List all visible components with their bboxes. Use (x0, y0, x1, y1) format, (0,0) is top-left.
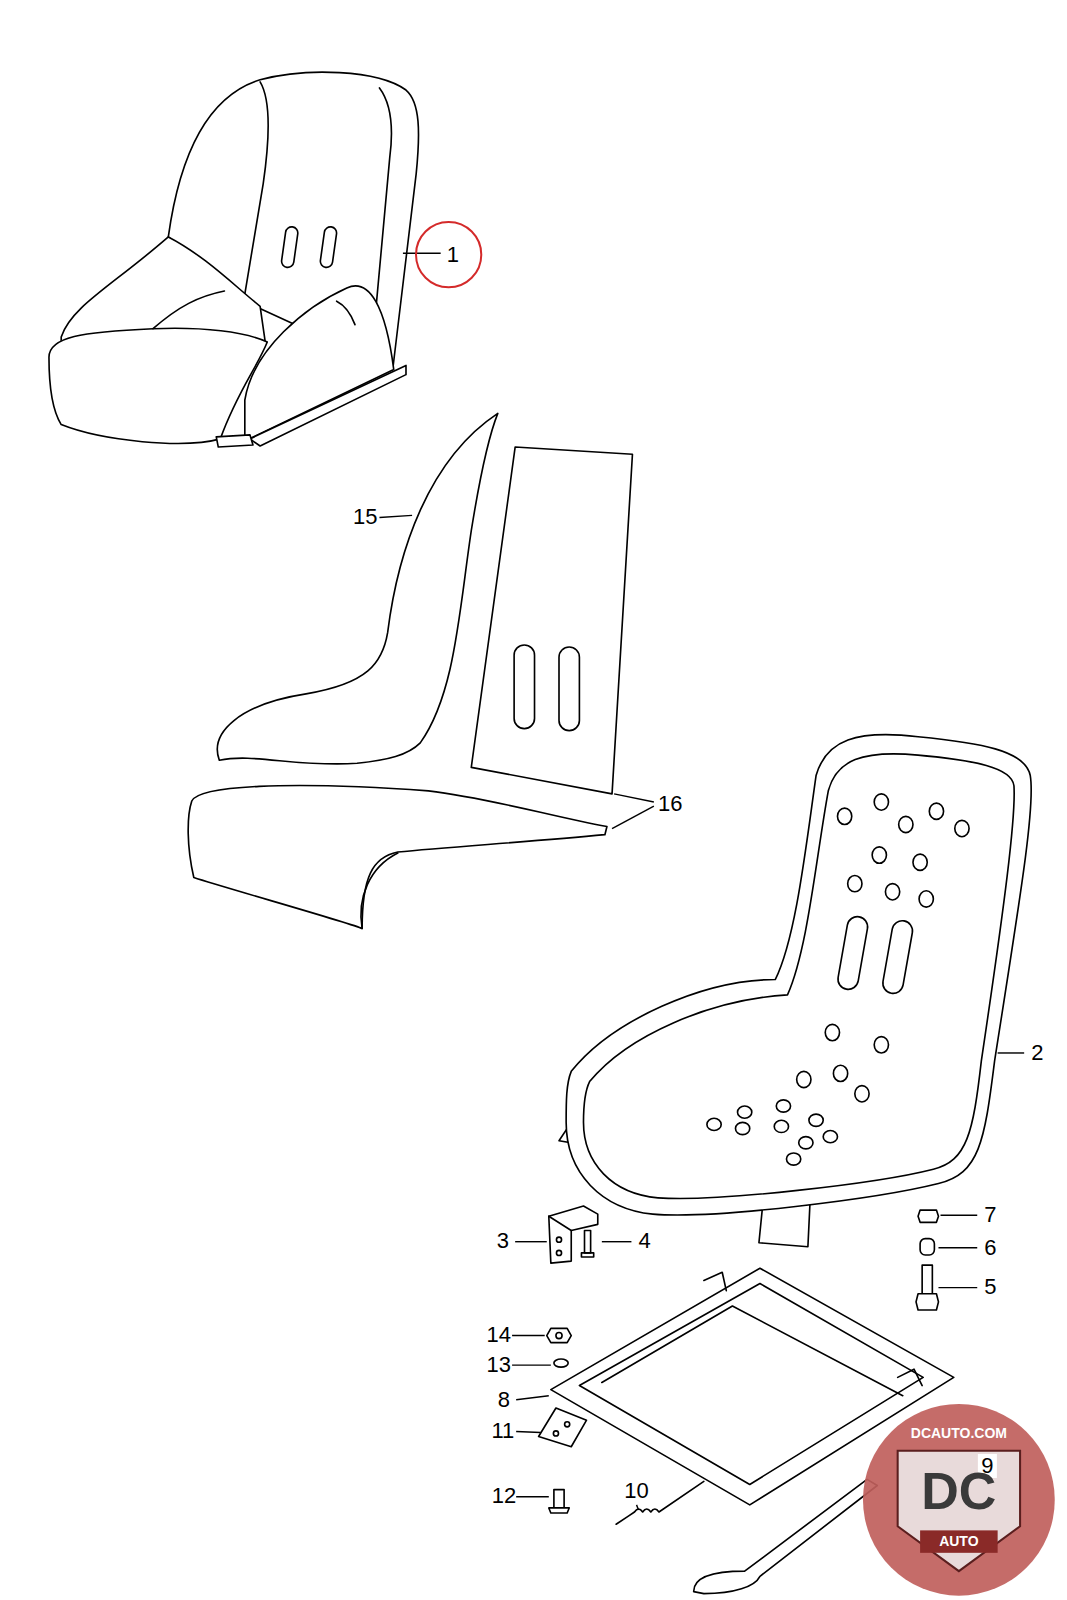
callout-number: 4 (639, 1230, 651, 1252)
callout-number: 7 (984, 1204, 996, 1226)
callout-number: 15 (353, 506, 377, 528)
callout-number: 10 (624, 1480, 648, 1502)
callout-number: 3 (497, 1230, 509, 1252)
watermark-text: DC (921, 1465, 996, 1517)
callout-number: 5 (984, 1276, 996, 1298)
callout-circle: 1 (414, 220, 483, 289)
callout-number: 11 (491, 1420, 514, 1442)
callout-number: 16 (658, 793, 682, 815)
callout-number: 13 (487, 1354, 511, 1376)
callout-number: 6 (984, 1237, 996, 1259)
callout-number: 1 (447, 244, 459, 266)
watermark-text: DCAUTO.COM (911, 1426, 1007, 1440)
callout-number: 12 (492, 1485, 516, 1507)
callout-number: 2 (1031, 1042, 1043, 1064)
callout-number: 14 (487, 1324, 511, 1346)
watermark-logo (863, 1404, 1055, 1596)
watermark-text: AUTO (939, 1534, 978, 1548)
callout-number: 8 (498, 1389, 510, 1411)
